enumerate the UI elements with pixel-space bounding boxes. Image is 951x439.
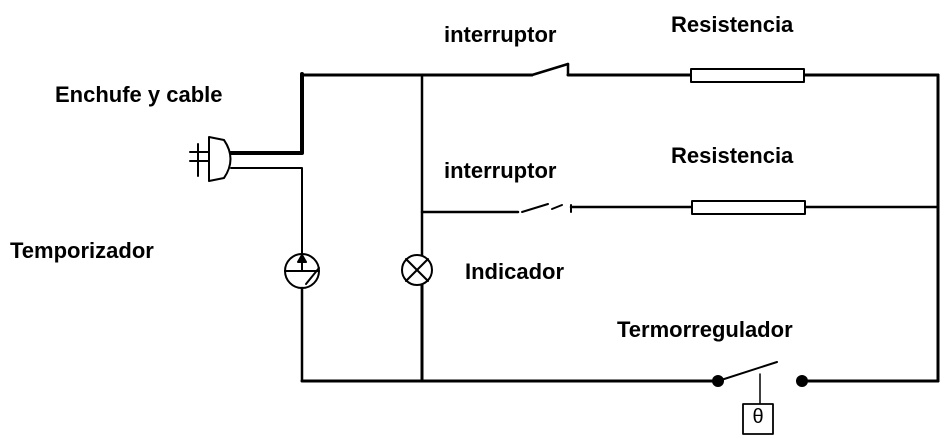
resistor-middle-label: Resistencia (671, 143, 794, 168)
resistor-middle (691, 200, 806, 215)
indicator-lamp-icon (401, 254, 433, 286)
plug-label: Enchufe y cable (55, 82, 223, 107)
switch-top-label: interruptor (444, 22, 557, 47)
timer-icon (284, 253, 320, 289)
plug-cable (229, 72, 304, 255)
thermostat-label: Termorregulador (617, 317, 793, 342)
thermostat-sensor-icon (742, 403, 774, 435)
thermostat-symbol: θ (752, 406, 764, 428)
switch-middle-label: interruptor (444, 158, 557, 183)
timer-label: Temporizador (10, 238, 154, 263)
indicator-label: Indicador (465, 259, 565, 284)
thermostat-switch (712, 361, 808, 405)
resistor-top (690, 68, 805, 83)
plug-icon (189, 136, 232, 182)
resistor-top-label: Resistencia (671, 12, 794, 37)
top-wire (300, 62, 940, 77)
middle-wire (420, 203, 940, 214)
